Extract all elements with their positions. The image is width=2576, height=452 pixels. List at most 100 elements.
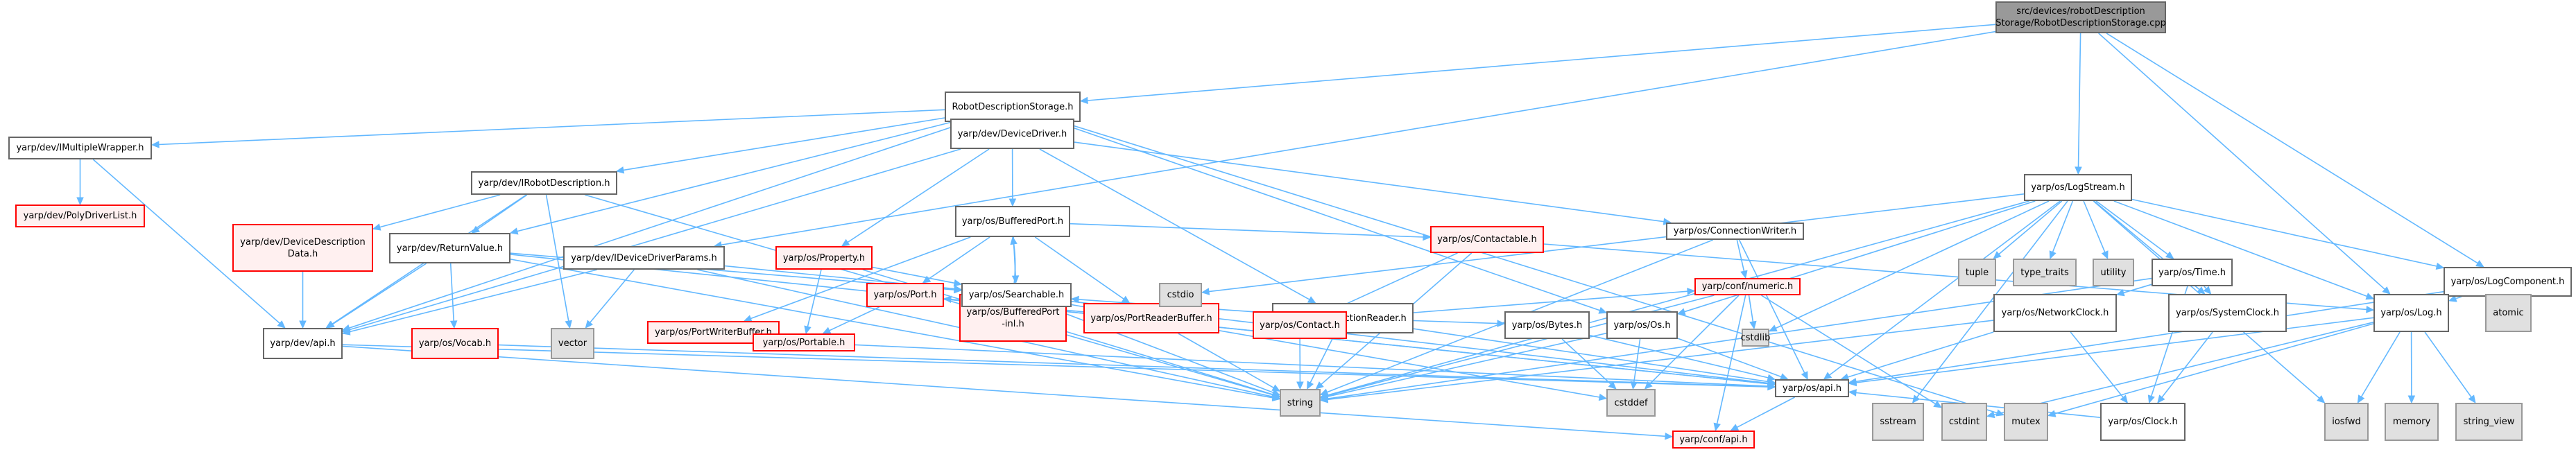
arrowhead-icon — [277, 320, 286, 329]
node-confapi[interactable]: yarp/conf/api.h — [1672, 431, 1755, 449]
edge-rds-to-os — [1056, 121, 1600, 311]
edge-log-to-iosfwd — [2360, 331, 2401, 397]
node-tt: type_traits — [2013, 259, 2077, 286]
edge-rv-to-string — [510, 259, 1273, 399]
node-sv: string_view — [2455, 403, 2523, 441]
arrowhead-icon — [2365, 293, 2375, 300]
edge-numeric-to-cstddef — [1649, 295, 1740, 385]
node-pdl[interactable]: yarp/dev/PolyDriverList.h — [15, 205, 145, 227]
arrowhead-icon — [1665, 432, 1674, 440]
node-dd[interactable]: yarp/dev/DeviceDriver.h — [950, 119, 1074, 149]
arrowhead-icon — [1713, 422, 1721, 432]
node-contactable[interactable]: yarp/os/Contactable.h — [1430, 226, 1544, 253]
arrowhead-icon — [76, 197, 84, 206]
node-cw[interactable]: yarp/os/ConnectionWriter.h — [1666, 223, 1804, 240]
arrowhead-icon — [1307, 381, 1314, 390]
arrowhead-icon — [1740, 270, 1748, 279]
edge-ls-to-string — [1327, 200, 2029, 396]
edge-lc-to-log — [2455, 296, 2462, 299]
node-imw[interactable]: yarp/dev/IMultipleWrapper.h — [8, 137, 152, 159]
edge-search-to-string — [1048, 306, 1273, 393]
node-portable[interactable]: yarp/os/Portable.h — [753, 333, 855, 351]
edge-ls-to-cstdlib — [1775, 200, 2050, 329]
arrowhead-icon — [1986, 410, 1995, 419]
edge-dd-to-devapi — [349, 148, 961, 331]
arrowhead-icon — [341, 328, 351, 336]
arrowhead-icon — [2101, 250, 2109, 260]
edge-dd-to-cr — [1039, 148, 1310, 300]
arrowhead-icon — [449, 320, 458, 329]
arrowhead-icon — [2047, 410, 2056, 417]
node-search[interactable]: yarp/os/Searchable.h — [961, 283, 1072, 307]
node-pwb[interactable]: yarp/os/PortWriterBuffer.h — [647, 321, 780, 344]
node-time[interactable]: yarp/os/Time.h — [2152, 259, 2233, 286]
arrowhead-icon — [1823, 372, 1832, 380]
edge-rv-to-vocab — [449, 263, 454, 322]
arrowhead-icon — [2366, 306, 2375, 313]
arrowhead-icon — [953, 279, 963, 287]
arrowhead-icon — [1319, 395, 1329, 403]
node-prb[interactable]: yarp/os/PortReaderBuffer.h — [1083, 303, 1219, 333]
arrowhead-icon — [509, 227, 519, 235]
arrowhead-icon — [1768, 324, 1778, 332]
node-string: string — [1280, 389, 1321, 417]
node-bp[interactable]: yarp/os/BufferedPort.h — [955, 206, 1070, 237]
node-memory: memory — [2385, 403, 2439, 441]
edge-portable-to-osapi — [855, 344, 1769, 387]
arrowhead-icon — [151, 141, 160, 148]
edge-iddp-to-vector — [590, 269, 635, 323]
edge-ls-to-utility — [2083, 200, 2106, 253]
arrowhead-icon — [585, 320, 594, 329]
arrowhead-icon — [2115, 289, 2125, 297]
edge-sc-to-clock — [2161, 331, 2213, 398]
arrowhead-icon — [2120, 394, 2129, 403]
node-sc[interactable]: yarp/os/SystemClock.h — [2168, 294, 2287, 332]
arrowhead-icon — [1598, 393, 1608, 401]
arrowhead-icon — [1271, 389, 1281, 396]
arrowhead-icon — [2203, 286, 2212, 295]
edge-nc-to-clock — [2070, 331, 2124, 398]
node-ddd[interactable]: yarp/dev/DeviceDescription Data.h — [232, 224, 373, 272]
node-log[interactable]: yarp/os/Log.h — [2373, 294, 2449, 332]
node-rds[interactable]: RobotDescriptionStorage.h — [945, 92, 1081, 122]
arrowhead-icon — [2475, 259, 2484, 268]
node-clock[interactable]: yarp/os/Clock.h — [2100, 403, 2186, 441]
arrowhead-icon — [1767, 383, 1776, 391]
edge-numeric-to-cstdlib — [1748, 295, 1754, 322]
node-port[interactable]: yarp/os/Port.h — [866, 283, 944, 307]
node-nc[interactable]: yarp/os/NetworkClock.h — [1993, 294, 2117, 332]
edge-cw-to-numeric — [1736, 239, 1745, 272]
edge-cr-to-numeric — [1413, 290, 1688, 313]
node-atomic: atomic — [2485, 294, 2532, 332]
node-os[interactable]: yarp/os/Os.h — [1606, 311, 1678, 339]
edge-bp-to-search — [1013, 236, 1016, 277]
arrowhead-icon — [1801, 371, 1808, 381]
node-bytes[interactable]: yarp/os/Bytes.h — [1504, 311, 1590, 339]
node-contact[interactable]: yarp/os/Contact.h — [1253, 311, 1347, 339]
arrowhead-icon — [1676, 308, 1686, 315]
edge-vocab-to-osapi — [498, 344, 1769, 388]
arrowhead-icon — [1687, 288, 1696, 295]
node-devapi[interactable]: yarp/dev/api.h — [263, 328, 343, 359]
edge-numeric-to-cstdint — [1761, 295, 1936, 405]
edge-prop-to-search — [872, 266, 955, 284]
node-prop[interactable]: yarp/os/Property.h — [775, 246, 873, 270]
node-osapi[interactable]: yarp/os/api.h — [1775, 379, 1849, 397]
node-numeric[interactable]: yarp/conf/numeric.h — [1694, 278, 1801, 295]
node-iddp[interactable]: yarp/dev/IDeviceDriverParams.h — [563, 246, 725, 270]
arrowhead-icon — [822, 327, 832, 334]
node-lc[interactable]: yarp/os/LogComponent.h — [2444, 267, 2572, 297]
node-vector: vector — [551, 328, 594, 359]
arrowhead-icon — [372, 223, 381, 231]
node-root[interactable]: src/devices/robotDescription Storage/Rob… — [1995, 1, 2166, 33]
edge-dd-to-prop — [847, 148, 990, 243]
arrowhead-icon — [615, 166, 625, 174]
node-ls[interactable]: yarp/os/LogStream.h — [2024, 174, 2132, 201]
node-rv[interactable]: yarp/dev/ReturnValue.h — [389, 233, 510, 263]
arrowhead-icon — [2165, 251, 2174, 259]
node-vocab[interactable]: yarp/os/Vocab.h — [411, 328, 499, 359]
edge-log-to-sv — [2424, 331, 2472, 398]
arrowhead-icon — [1730, 424, 1740, 431]
arrowhead-icon — [1307, 296, 1316, 304]
node-ird[interactable]: yarp/dev/IRobotDescription.h — [471, 171, 617, 195]
